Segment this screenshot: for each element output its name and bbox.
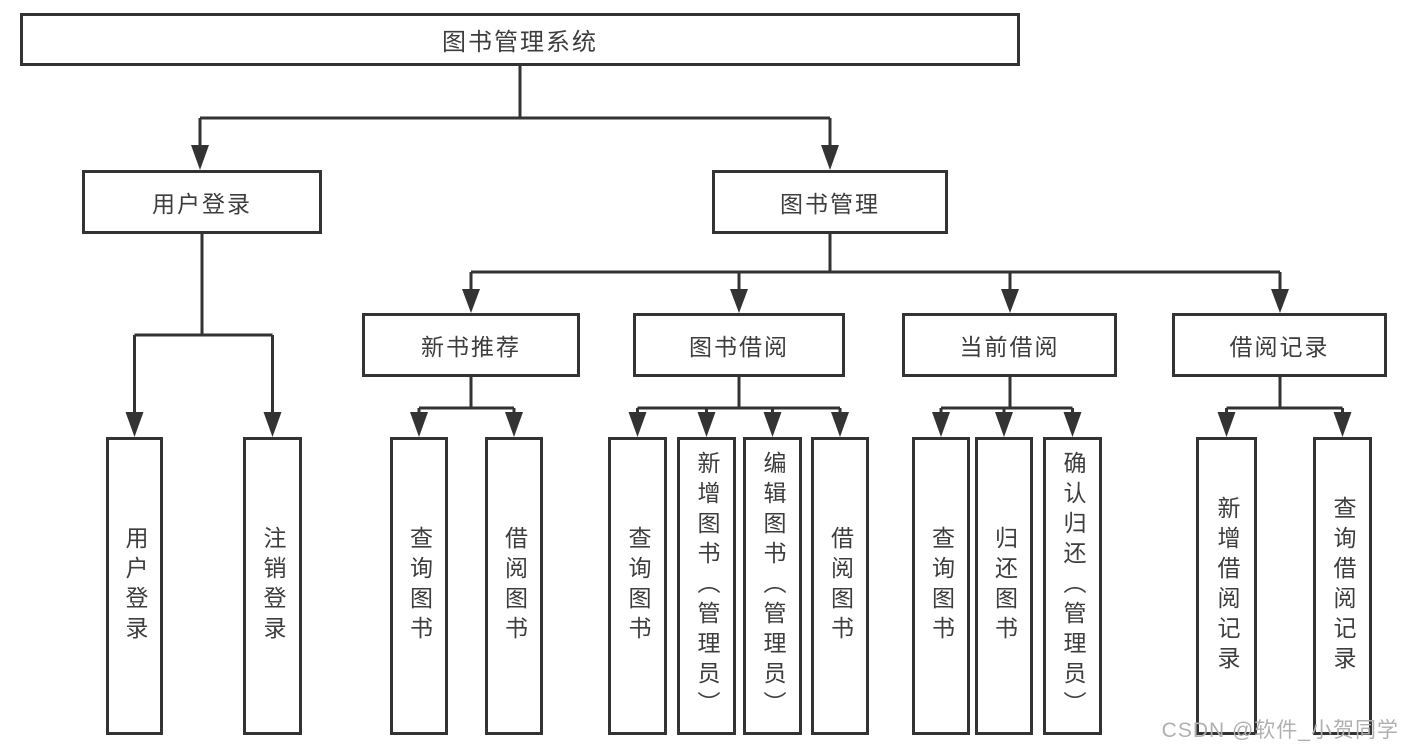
node-root-label: 图书管理系统 — [442, 29, 598, 56]
arrowheads — [125, 145, 1352, 437]
leaf-borrow-book: 借阅图书 — [811, 437, 869, 735]
leaf-add-borrow-record-label: 新增借阅记录 — [1214, 496, 1240, 676]
node-book-borrow: 图书借阅 — [633, 313, 845, 377]
leaf-query-book-borrow-label: 查询图书 — [625, 526, 651, 646]
leaf-query-book-borrow: 查询图书 — [608, 437, 667, 735]
leaf-return-book-label: 归还图书 — [991, 526, 1018, 646]
leaf-add-book: 新增图书（管理员） — [677, 437, 736, 735]
leaf-edit-book: 编辑图书（管理员） — [743, 437, 802, 735]
leaf-query-borrow-record-label: 查询借阅记录 — [1330, 496, 1356, 676]
leaf-query-book-current: 查询图书 — [912, 437, 970, 735]
leaf-return-book: 归还图书 — [975, 437, 1033, 735]
node-new-book-recommend: 新书推荐 — [362, 313, 580, 377]
node-new-book-recommend-label: 新书推荐 — [421, 334, 521, 360]
leaf-borrow-book-recommend-label: 借阅图书 — [501, 526, 528, 646]
leaf-logout-label: 注销登录 — [260, 526, 286, 646]
leaf-query-book-recommend: 查询图书 — [390, 437, 448, 735]
node-borrow-records-label: 借阅记录 — [1229, 334, 1330, 360]
node-current-borrow: 当前借阅 — [902, 313, 1117, 377]
leaf-confirm-return: 确认归还（管理员） — [1043, 437, 1102, 735]
leaf-add-book-label: 新增图书（管理员） — [694, 451, 720, 721]
leaf-edit-book-label: 编辑图书（管理员） — [760, 451, 786, 721]
node-book-management: 图书管理 — [712, 170, 948, 234]
node-book-management-label: 图书管理 — [780, 191, 880, 217]
leaf-borrow-book-label: 借阅图书 — [827, 526, 854, 646]
leaf-logout: 注销登录 — [243, 437, 302, 735]
node-user-login-label: 用户登录 — [152, 191, 252, 217]
leaf-borrow-book-recommend: 借阅图书 — [485, 437, 543, 735]
node-root: 图书管理系统 — [20, 13, 1020, 66]
node-current-borrow-label: 当前借阅 — [959, 334, 1060, 360]
node-user-login: 用户登录 — [82, 170, 322, 234]
leaf-user-login-label: 用户登录 — [122, 526, 148, 646]
leaf-query-book-recommend-label: 查询图书 — [406, 526, 433, 646]
leaf-confirm-return-label: 确认归还（管理员） — [1060, 451, 1086, 721]
leaf-add-borrow-record: 新增借阅记录 — [1196, 437, 1257, 735]
leaf-user-login: 用户登录 — [106, 437, 163, 735]
node-book-borrow-label: 图书借阅 — [689, 334, 789, 360]
leaf-query-book-current-label: 查询图书 — [928, 526, 955, 646]
node-borrow-records: 借阅记录 — [1172, 313, 1387, 377]
leaf-query-borrow-record: 查询借阅记录 — [1313, 437, 1372, 735]
